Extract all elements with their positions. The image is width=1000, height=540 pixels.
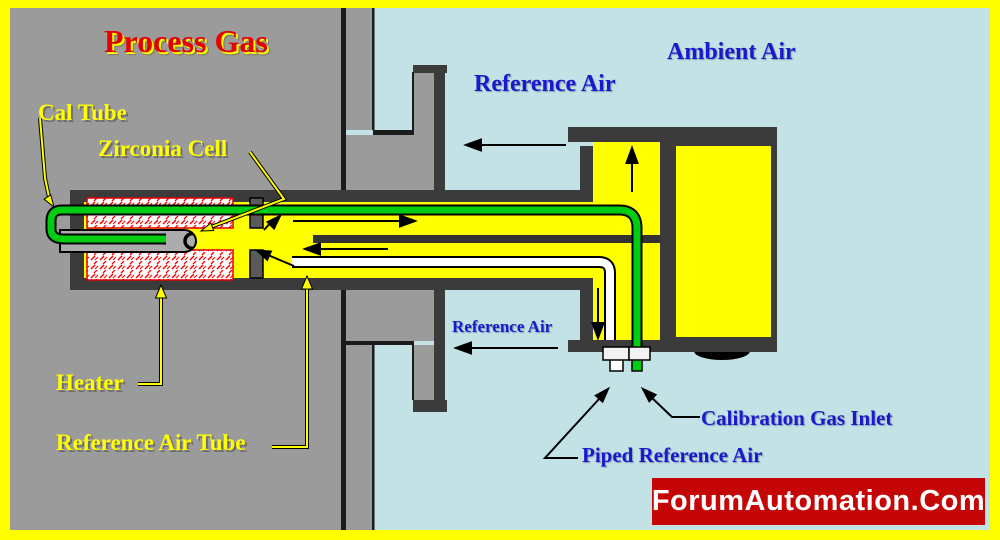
arrow-air-up-housing — [625, 145, 639, 192]
leader-piped-reference-air — [542, 386, 611, 459]
heater-band-bottom — [86, 249, 234, 281]
zirconia-cell-label: Zirconia Cell — [98, 136, 228, 161]
cal-tube-line — [45, 204, 643, 371]
reference-air-top-label: Reference Air — [474, 71, 616, 97]
heater-label: Heater — [56, 370, 124, 395]
leader-zirconia-cell — [199, 150, 288, 232]
flow-arrows — [254, 138, 700, 459]
process-gas-label: Process Gas — [104, 23, 268, 59]
fittings — [602, 346, 651, 372]
leader-calibration-gas-inlet — [640, 386, 700, 418]
piped-reference-air-label: Piped Reference Air — [582, 443, 763, 467]
inner-tube — [313, 235, 665, 243]
calibration-gas-inlet-label: Calibration Gas Inlet — [701, 406, 893, 430]
leader-cal-tube — [38, 117, 55, 209]
duct-wall — [341, 8, 447, 530]
arrow-reference-air-out-top — [463, 138, 566, 152]
arrow-reference-air-out-bottom — [453, 341, 558, 355]
leader-reference-air-tube — [272, 274, 314, 449]
cal-tube-label: Cal Tube — [38, 100, 127, 125]
arrow-air-down-housing — [591, 288, 605, 341]
leader-heater — [138, 283, 168, 386]
yellow-leaders — [38, 117, 314, 449]
arrow-past-cell-up — [263, 213, 283, 231]
ambient-air-label: Ambient Air — [667, 39, 796, 65]
watermark-text: ForumAutomation.Com — [651, 485, 986, 517]
watermark-banner: ForumAutomation.Com — [652, 478, 985, 525]
reference-air-bottom-label: Reference Air — [452, 317, 553, 336]
terminal-box — [676, 146, 771, 337]
arrow-toward-cell — [254, 249, 295, 267]
reference-air-tube-line — [292, 256, 616, 347]
reference-air-tube-label: Reference Air Tube — [56, 430, 246, 455]
terminal-housing — [593, 140, 777, 360]
arrow-return-left — [302, 242, 388, 256]
arrow-process-flow-right — [293, 214, 418, 228]
calibration-gas-fitting — [631, 358, 643, 372]
reference-air-fitting — [609, 358, 624, 372]
